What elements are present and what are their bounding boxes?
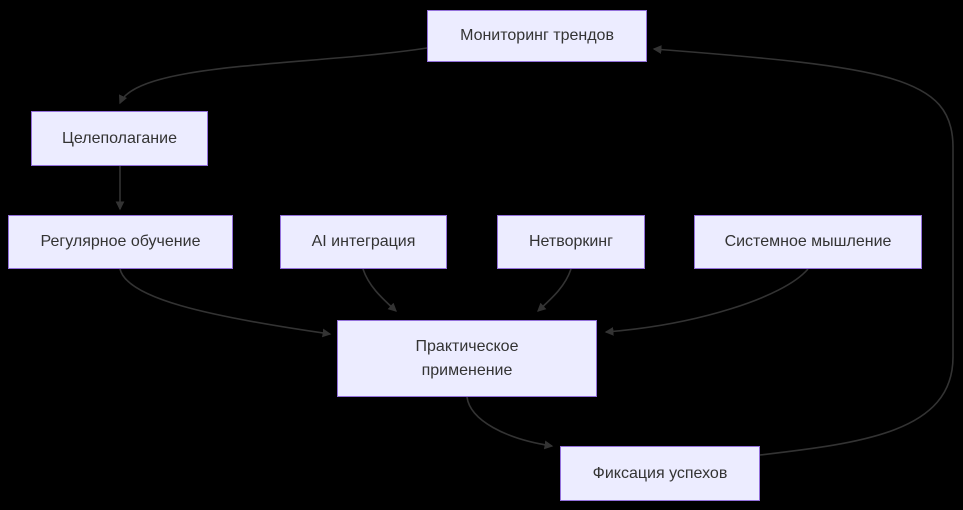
node-label: AI интеграция	[311, 233, 416, 250]
node-monitoring-trends: Мониторинг трендов	[427, 10, 647, 62]
node-practical-application: Практическое применение	[337, 320, 597, 397]
node-regular-learning: Регулярное обучение	[8, 215, 233, 269]
edge-networking-to-practice	[537, 268, 572, 312]
edge-practice-to-success	[466, 396, 554, 450]
edge-learning-to-practice	[119, 268, 332, 338]
node-networking: Нетворкинг	[497, 215, 645, 269]
edge-monitoring-to-goal	[119, 47, 428, 105]
node-label: Практическое применение	[415, 337, 519, 379]
edge-success-to-monitoring	[652, 45, 954, 456]
node-systems-thinking: Системное мышление	[694, 215, 922, 269]
node-success-tracking: Фиксация успехов	[560, 446, 760, 501]
node-goal-setting: Целеполагание	[31, 111, 208, 166]
node-ai-integration: AI интеграция	[280, 215, 447, 269]
node-label: Регулярное обучение	[40, 233, 201, 250]
node-label: Системное мышление	[724, 233, 892, 250]
edge-systems-to-practice	[604, 268, 809, 336]
node-label: Мониторинг трендов	[460, 27, 614, 44]
edge-ai-to-practice	[362, 268, 397, 312]
node-label: Фиксация успехов	[592, 464, 728, 482]
node-label: Нетворкинг	[529, 233, 613, 250]
node-label: Целеполагание	[62, 129, 177, 147]
